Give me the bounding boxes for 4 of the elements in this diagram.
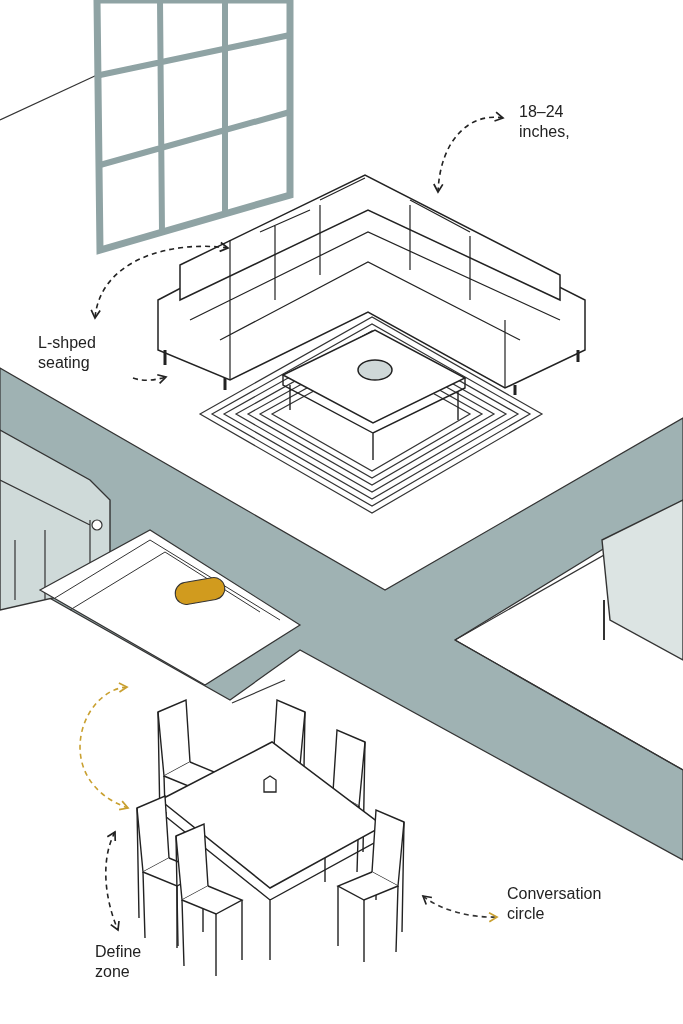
annotation-text: Define zone xyxy=(95,942,143,982)
annotation-text: L-shped seating xyxy=(38,333,97,373)
annotation-text: 18–24 inches, xyxy=(519,102,571,142)
annotation-text: Conversation circle xyxy=(507,884,603,924)
